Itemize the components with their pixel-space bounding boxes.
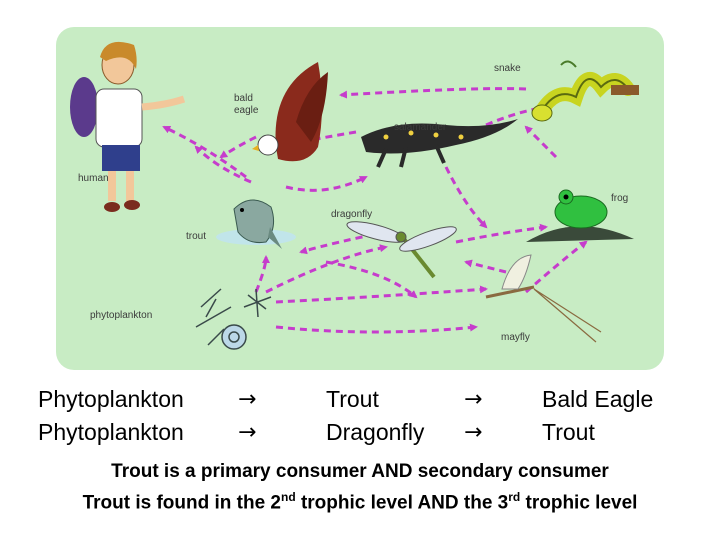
- chain-2-arrow-2: →: [464, 420, 483, 445]
- energy-arrows: [162, 87, 588, 334]
- arrow-frog-to-snake: [524, 125, 558, 159]
- label-phytoplankton: phytoplankton: [90, 310, 152, 321]
- snake-figure: [531, 60, 639, 122]
- arrow-trout-to-salamander: [285, 175, 368, 192]
- label-mayfly: mayfly: [501, 332, 530, 343]
- label-trout: trout: [186, 231, 206, 242]
- phytoplankton-figure: [195, 288, 272, 350]
- label-human: human: [78, 173, 109, 184]
- dragonfly-figure: [346, 221, 457, 279]
- arrow-phyto-to-trout: [254, 255, 270, 293]
- arrow-mayfly-to-frog: [525, 240, 588, 294]
- caption-line-2-part-b: trophic level AND the 3: [295, 492, 509, 514]
- caption-line-2-part-a: Trout is found in the 2: [82, 492, 281, 514]
- caption-line-2-part-c: trophic level: [520, 492, 638, 514]
- label-frog: frog: [611, 193, 628, 204]
- caption-sup-nd: nd: [281, 490, 296, 504]
- caption-line-1: Trout is a primary consumer AND secondar…: [111, 461, 609, 482]
- chain-2-middle: Dragonfly: [326, 419, 425, 445]
- chain-1-end: Bald Eagle: [542, 386, 654, 412]
- arrow-snake-to-eagle: [339, 87, 527, 99]
- chain-2-start: Phytoplankton: [38, 419, 184, 445]
- arrow-phyto-mayfly-2: [275, 323, 478, 334]
- arrow-phyto-to-mayfly: [275, 285, 488, 304]
- chain-1-start: Phytoplankton: [38, 386, 184, 412]
- arrow-trout-to-human: [162, 125, 247, 179]
- chain-2-arrow-1: →: [238, 420, 257, 445]
- chain-1-arrow-2: →: [464, 387, 483, 412]
- chain-2-end: Trout: [542, 419, 595, 445]
- arrow-eagle-human: [219, 135, 257, 159]
- food-web-illustration: snake bald eagle salamander human frog d…: [56, 27, 664, 370]
- arrow-phyto-to-dragonfly: [265, 244, 388, 294]
- human-figure: [70, 41, 186, 212]
- arrow-salamander-to-snake: [485, 104, 548, 127]
- arrow-dragonfly-to-frog: [455, 223, 548, 244]
- label-dragonfly: dragonfly: [331, 209, 372, 220]
- label-salamander: salamander: [394, 122, 447, 133]
- label-bald: bald: [234, 93, 253, 104]
- bald-eagle-figure: [252, 62, 328, 162]
- arrow-dragonfly-salamander: [444, 166, 488, 229]
- salamander-figure: [361, 119, 518, 168]
- arrow-mayfly-to-dragonfly: [464, 259, 507, 274]
- chain-1-middle: Trout: [326, 386, 379, 412]
- label-snake: snake: [494, 63, 521, 74]
- frog-figure: [526, 189, 634, 242]
- chain-1-arrow-1: →: [238, 387, 257, 412]
- label-eagle: eagle: [234, 105, 259, 116]
- caption-sup-rd: rd: [508, 490, 521, 504]
- caption-line-2: Trout is found in the 2nd trophic level …: [0, 490, 720, 514]
- trout-figure: [216, 199, 296, 249]
- arrow-trout-mayfly: [325, 260, 418, 299]
- mayfly-figure: [485, 254, 602, 343]
- arrow-trout-human-2: [194, 145, 252, 184]
